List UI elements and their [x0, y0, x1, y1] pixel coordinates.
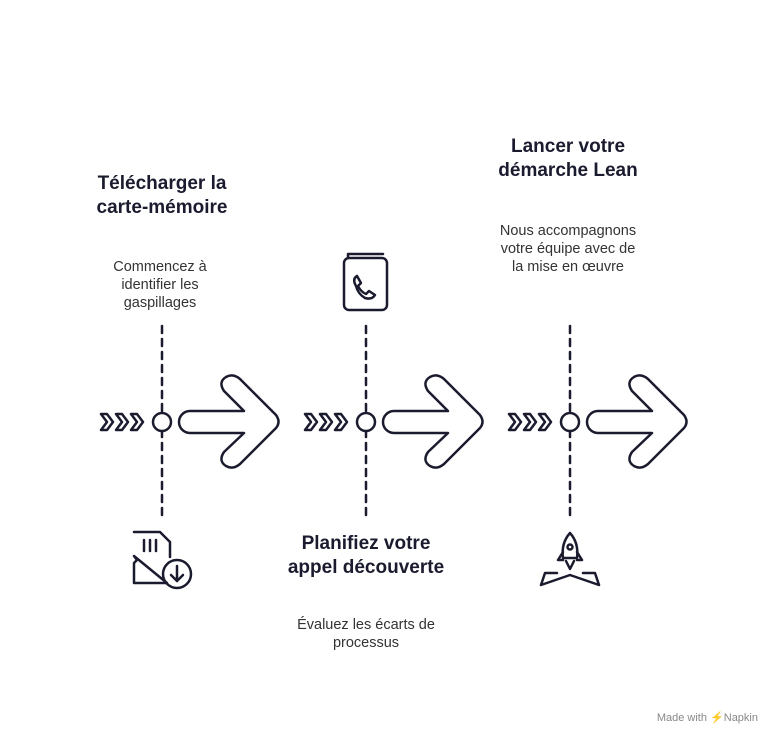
step-3-description: Nous accompagnons votre équipe avec de l…	[499, 223, 637, 275]
brand-label: Napkin	[723, 712, 758, 724]
step-3-title: Lancer votre démarche Lean	[498, 136, 638, 181]
step-1-description: Commencez à identifier les gaspillages	[113, 259, 207, 311]
phone-book-icon	[342, 252, 389, 312]
chevrons-icon	[99, 412, 145, 432]
napkin-logo-icon: ⚡	[710, 712, 724, 724]
step-2-description: Évaluez les écarts de processus	[297, 617, 435, 651]
timeline-node	[151, 411, 173, 433]
step-2-arrow-group	[303, 324, 484, 522]
rocket-launch-icon	[539, 531, 601, 587]
made-with-label: Made with	[656, 712, 707, 724]
step-3-arrow-group	[507, 324, 688, 522]
arrow-icon	[177, 374, 280, 469]
step-2-title: Planifiez votre appel découverte	[287, 533, 445, 578]
napkin-watermark[interactable]: Made with ⚡Napkin	[657, 711, 758, 724]
sd-card-download-icon	[132, 530, 193, 590]
step-1-arrow-group	[99, 324, 280, 522]
step-1-title: Télécharger la carte-mémoire	[96, 173, 228, 218]
